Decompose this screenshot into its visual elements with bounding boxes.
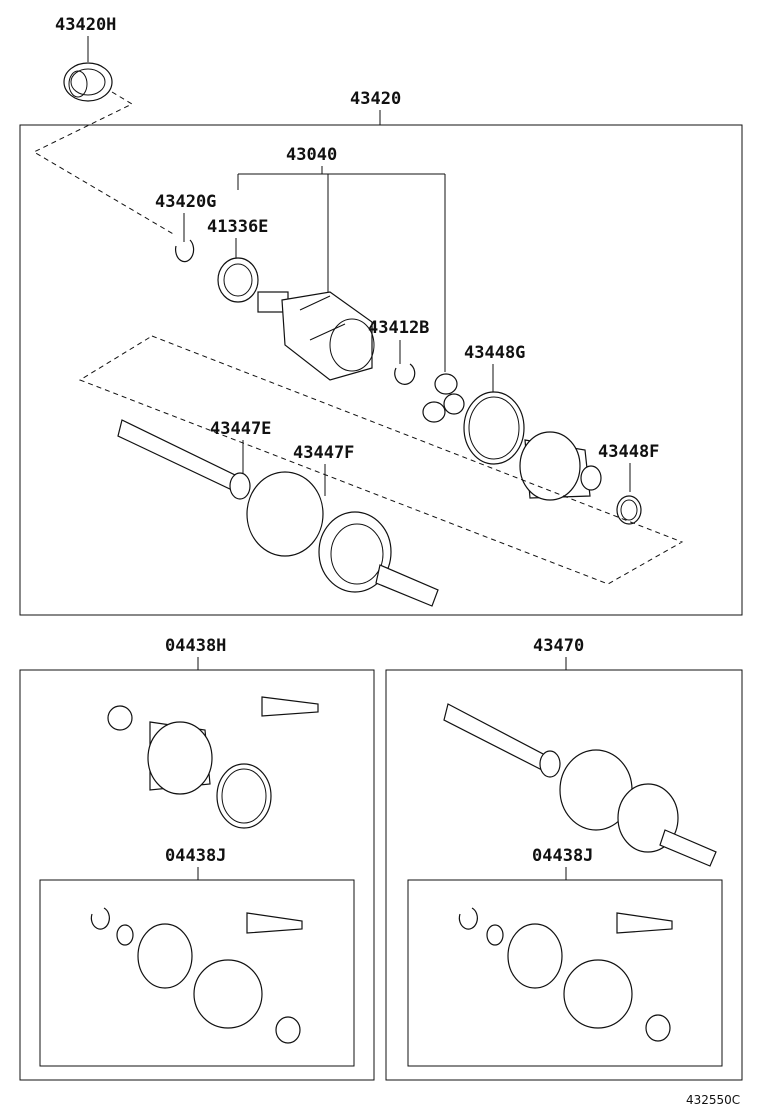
snap-ring-43420g bbox=[175, 239, 195, 263]
label-43470: 43470 bbox=[533, 636, 584, 656]
shaft-assy-43470-box bbox=[385, 669, 743, 1081]
label-41336e: 41336E bbox=[207, 217, 268, 237]
label-04438j-left: 04438J bbox=[165, 846, 226, 866]
boot-kit-j-right-box bbox=[407, 879, 723, 1067]
label-43447e: 43447E bbox=[210, 419, 271, 439]
boot-kit-j-left-parts bbox=[90, 907, 303, 1044]
label-04438h: 04438H bbox=[165, 636, 226, 656]
label-43420g: 43420G bbox=[155, 192, 216, 212]
main-assembly-box bbox=[19, 124, 743, 616]
grease-tube-h bbox=[261, 696, 319, 717]
label-04438j-right: 04438J bbox=[532, 846, 593, 866]
bearing-dashed-guide bbox=[32, 91, 176, 236]
tripod-joint bbox=[422, 373, 465, 423]
label-43420: 43420 bbox=[350, 89, 401, 109]
shaft-dashed-outline bbox=[78, 335, 684, 585]
band-43448f bbox=[616, 495, 642, 525]
label-43412b: 43412B bbox=[368, 318, 429, 338]
label-43447f: 43447F bbox=[293, 443, 354, 463]
outer-boot bbox=[519, 431, 602, 501]
boot-kit-j-left-box bbox=[39, 879, 355, 1067]
drive-shaft bbox=[117, 419, 439, 607]
band-43448g bbox=[463, 391, 525, 465]
boot-kit-h-box bbox=[19, 669, 375, 1081]
inner-joint-housing bbox=[257, 291, 375, 381]
boot-kit-h-parts bbox=[107, 696, 319, 829]
reference-code: 432550C bbox=[686, 1093, 740, 1107]
seal-41336e bbox=[217, 257, 259, 303]
label-43448f: 43448F bbox=[598, 442, 659, 462]
label-43040: 43040 bbox=[286, 145, 337, 165]
label-43448g: 43448G bbox=[464, 343, 525, 363]
bearing-part bbox=[63, 62, 113, 102]
boot-kit-j-right-parts bbox=[458, 907, 673, 1042]
drive-shaft-43470 bbox=[443, 703, 717, 867]
label-43420h: 43420H bbox=[55, 15, 116, 35]
snap-ring-43412b bbox=[394, 363, 416, 385]
